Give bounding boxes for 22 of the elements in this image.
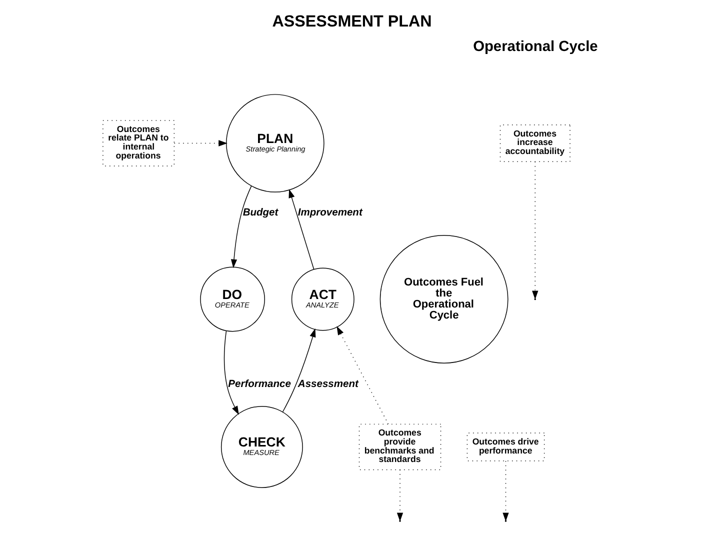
diagram-title: ASSESSMENT PLAN bbox=[272, 12, 432, 31]
node-box: Outcomes provide benchmarks and standards bbox=[358, 424, 441, 470]
edge-label: Budget bbox=[242, 208, 278, 219]
node-circle: ACT ANALYZE bbox=[290, 268, 354, 331]
arrow bbox=[282, 328, 316, 412]
arrow bbox=[173, 140, 227, 146]
node-circle: DO OPERATE bbox=[200, 266, 264, 332]
label: Operational Cycle bbox=[472, 39, 598, 56]
node-circle: Outcomes Fuel the Operational Cycle bbox=[379, 235, 508, 364]
edge-label: Performance bbox=[228, 378, 290, 390]
node-box: Outcomes increase accountability bbox=[499, 124, 570, 162]
node-box: Outcomes drive performance bbox=[466, 432, 544, 462]
arrow bbox=[230, 186, 252, 268]
node-circle: PLAN Strategic Planning bbox=[226, 94, 324, 192]
arrow bbox=[336, 326, 388, 424]
arrow bbox=[396, 469, 403, 522]
edge-label: Assessment bbox=[297, 378, 358, 390]
node-box: Outcomes relate PLAN to internal operations bbox=[102, 120, 174, 166]
arrow bbox=[223, 330, 238, 415]
arrow bbox=[532, 161, 538, 300]
arrow bbox=[288, 189, 314, 270]
edge-label: Improvement bbox=[297, 208, 362, 219]
